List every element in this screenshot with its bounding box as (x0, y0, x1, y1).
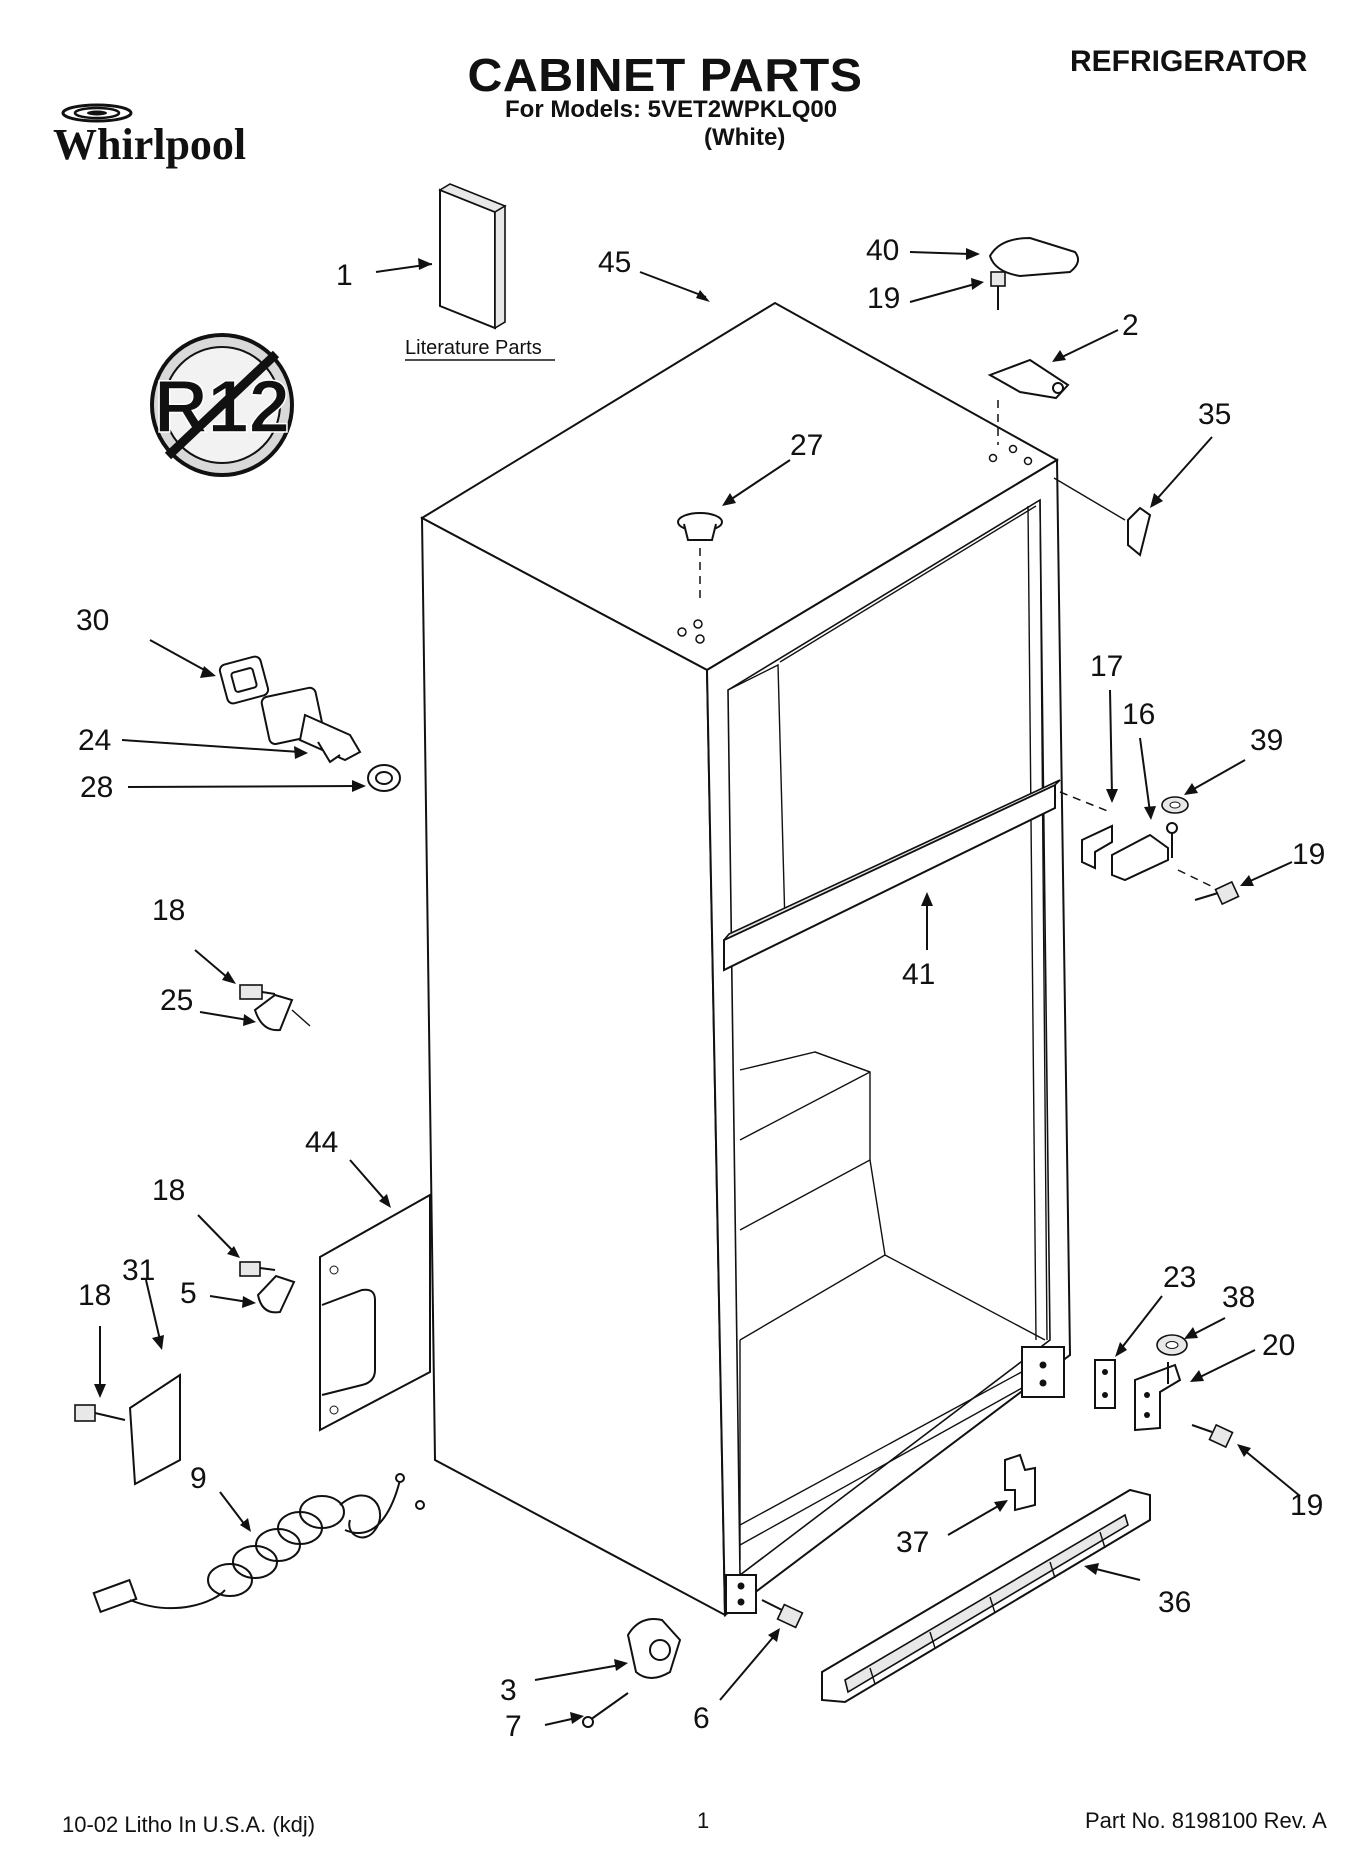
part-number: Part No. 8198100 Rev. A (1085, 1808, 1327, 1833)
left-lower-parts: 44 18 5 31 18 9 (74, 1126, 431, 1614)
brand-wordmark: Whirlpool (53, 120, 246, 169)
refrigerator-cabinet: 45 41 (419, 246, 1072, 1617)
literature-parts: 1 Literature Parts (336, 183, 555, 361)
callout-16: 16 (1122, 698, 1155, 731)
callout-27: 27 (790, 429, 823, 462)
bottom-left-parts: 3 7 6 (500, 1599, 804, 1743)
callout-30: 30 (76, 604, 109, 637)
callout-5: 5 (180, 1277, 197, 1310)
page-number: 1 (697, 1808, 710, 1833)
callout-3: 3 (500, 1674, 517, 1707)
callout-44: 44 (305, 1126, 338, 1159)
callout-18-lower: 18 (78, 1279, 111, 1312)
callout-24: 24 (78, 724, 111, 757)
whirlpool-logo: Whirlpool (45, 95, 285, 175)
bottom-hinge-hardware: 23 38 20 19 37 36 (821, 1261, 1323, 1704)
callout-35: 35 (1198, 398, 1231, 431)
literature-label: Literature Parts (405, 337, 542, 359)
callout-19-lower: 19 (1290, 1489, 1323, 1522)
callout-36: 36 (1158, 1586, 1191, 1619)
callout-18-mid: 18 (152, 1174, 185, 1207)
callout-41: 41 (902, 958, 935, 991)
callout-37: 37 (896, 1526, 929, 1559)
page-title: CABINET PARTS (467, 49, 863, 101)
clamp-assembly-upper: 18 25 (152, 894, 311, 1032)
callout-23: 23 (1163, 1261, 1196, 1294)
callout-45: 45 (598, 246, 631, 279)
color-variant: (White) (704, 124, 786, 151)
left-upper-parts: 30 24 28 (76, 604, 401, 804)
no-r12-badge: R12 (150, 333, 294, 477)
top-hinge-hardware: 40 19 2 35 27 (677, 234, 1231, 600)
callout-28: 28 (80, 771, 113, 804)
callout-20: 20 (1262, 1329, 1295, 1362)
callout-19-mid: 19 (1292, 838, 1325, 871)
callout-25: 25 (160, 984, 193, 1017)
callout-18-upper: 18 (152, 894, 185, 927)
callout-40: 40 (866, 234, 899, 267)
callout-7: 7 (505, 1710, 522, 1743)
callout-9: 9 (190, 1462, 207, 1495)
models-line: For Models: 5VET2WPKLQ00 (505, 96, 838, 123)
callout-2: 2 (1122, 309, 1139, 342)
callout-1: 1 (336, 259, 353, 292)
callout-19-top: 19 (867, 282, 900, 315)
callout-38: 38 (1222, 1281, 1255, 1314)
print-info: 10-02 Litho In U.S.A. (kdj) (62, 1812, 316, 1837)
category-label: REFRIGERATOR (1070, 45, 1308, 78)
callout-39: 39 (1250, 724, 1283, 757)
callout-31: 31 (122, 1254, 155, 1287)
callout-17: 17 (1090, 650, 1123, 683)
callout-6: 6 (693, 1702, 710, 1735)
center-hinge-hardware: 17 16 39 19 (1059, 650, 1325, 906)
